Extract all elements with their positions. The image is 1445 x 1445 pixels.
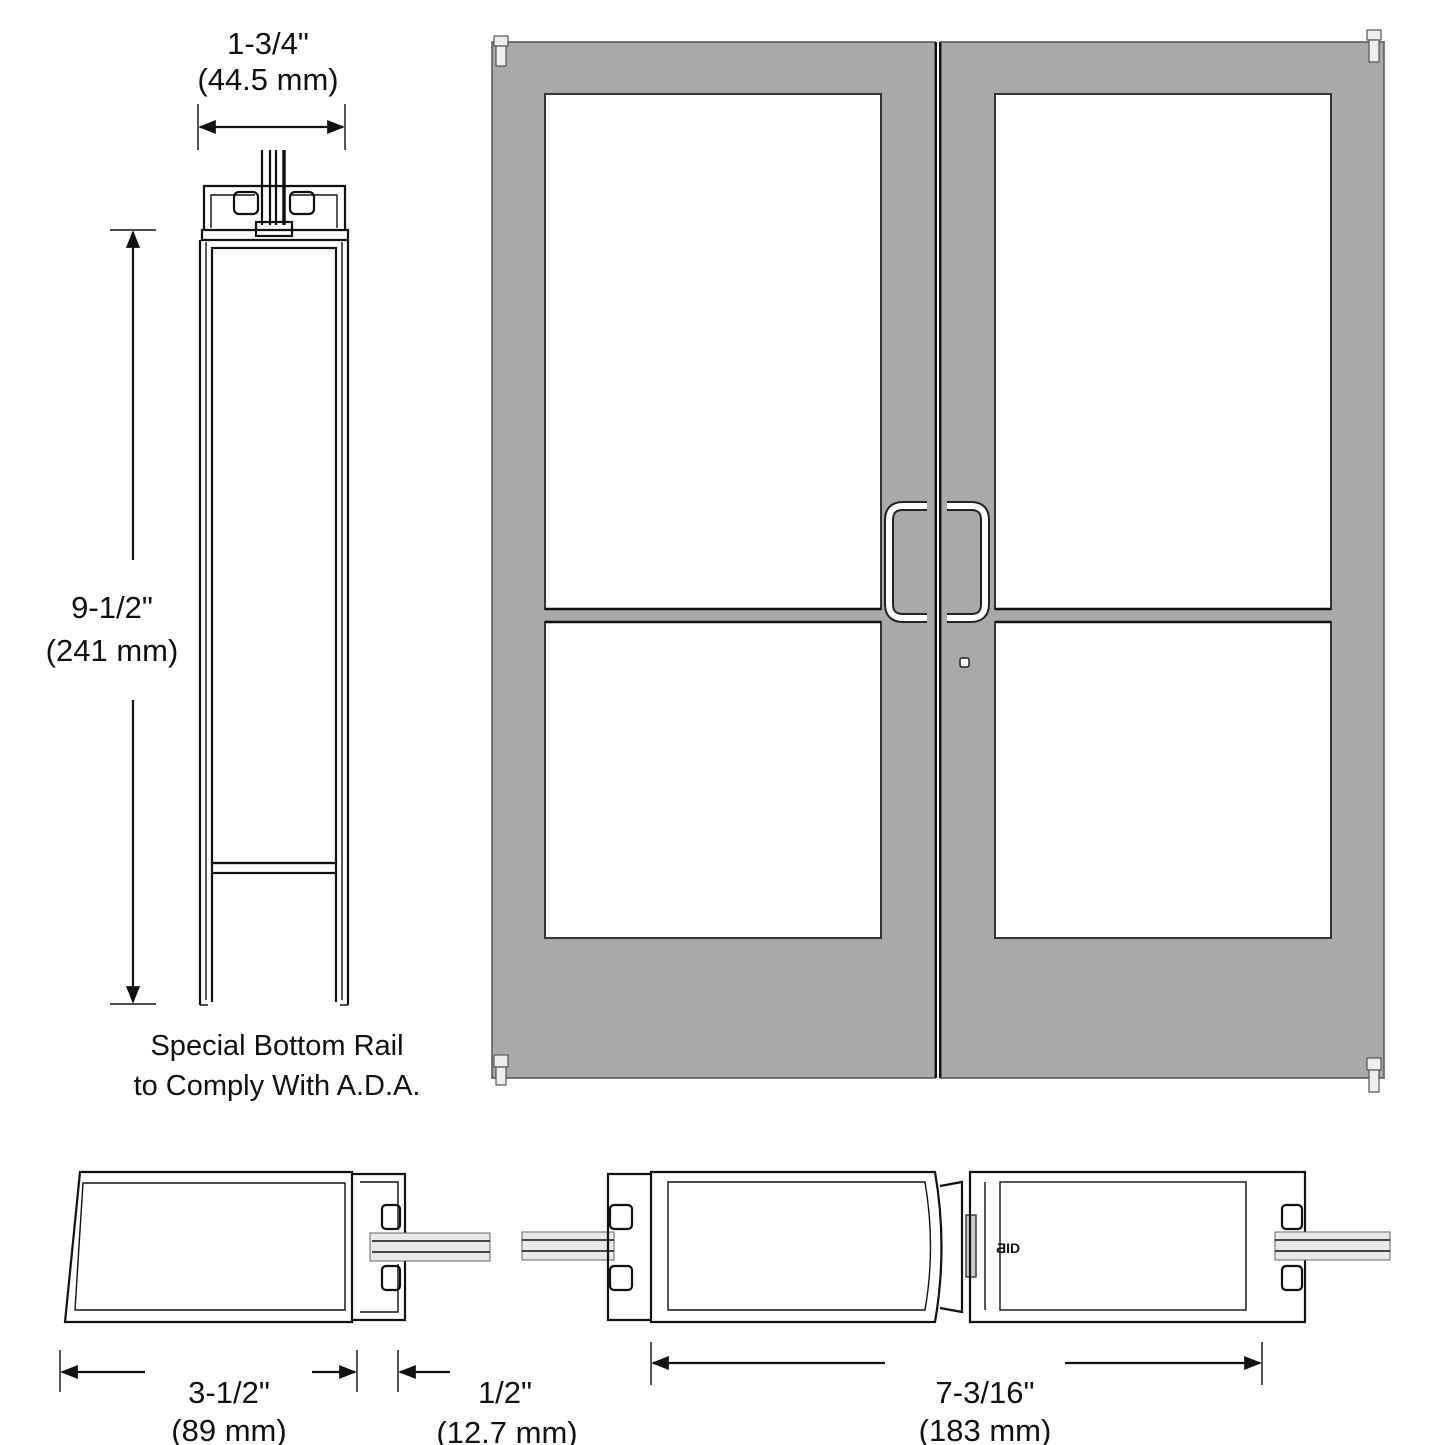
top-dimension-imperial: 1-3/4" — [227, 26, 309, 61]
caption-line-1: Special Bottom Rail — [150, 1030, 403, 1062]
stile-plan-section — [63, 1170, 491, 1324]
top-dimension-metric: (44.5 mm) — [197, 62, 338, 97]
dimension-1-2-metric: (12.7 mm) — [436, 1415, 577, 1445]
stile-side-profile — [198, 150, 350, 1006]
height-dimension-metric: (241 mm) — [46, 633, 179, 668]
pivot-hinges — [493, 29, 1382, 1093]
lock-cylinder-icon — [959, 657, 970, 668]
dimension-3-1-2-metric: (89 mm) — [171, 1413, 286, 1445]
meeting-stile-plan-section: ƋID — [521, 1170, 1391, 1324]
bottom-dimension-stile-width: 3-1/2" (89 mm) — [59, 1350, 358, 1445]
dimension-7-3-16-metric: (183 mm) — [919, 1413, 1052, 1445]
height-dimension: 9-1/2" (241 mm) — [46, 229, 179, 1005]
svg-text:ƋID: ƋID — [996, 1240, 1020, 1256]
dimension-3-1-2-imperial: 3-1/2" — [188, 1375, 270, 1410]
left-door — [491, 41, 936, 1079]
bottom-dimension-stop: 1/2" (12.7 mm) — [397, 1350, 578, 1445]
top-width-dimension: 1-3/4" (44.5 mm) — [197, 26, 346, 150]
bottom-dimension-meeting-stiles: 7-3/16" (183 mm) — [650, 1342, 1263, 1445]
dimension-7-3-16-imperial: 7-3/16" — [936, 1375, 1035, 1410]
double-door-elevation — [491, 29, 1385, 1093]
caption-line-2: to Comply With A.D.A. — [134, 1070, 421, 1102]
height-dimension-imperial: 9-1/2" — [71, 590, 153, 625]
right-door — [940, 41, 1385, 1079]
dimension-1-2-imperial: 1/2" — [478, 1375, 532, 1410]
